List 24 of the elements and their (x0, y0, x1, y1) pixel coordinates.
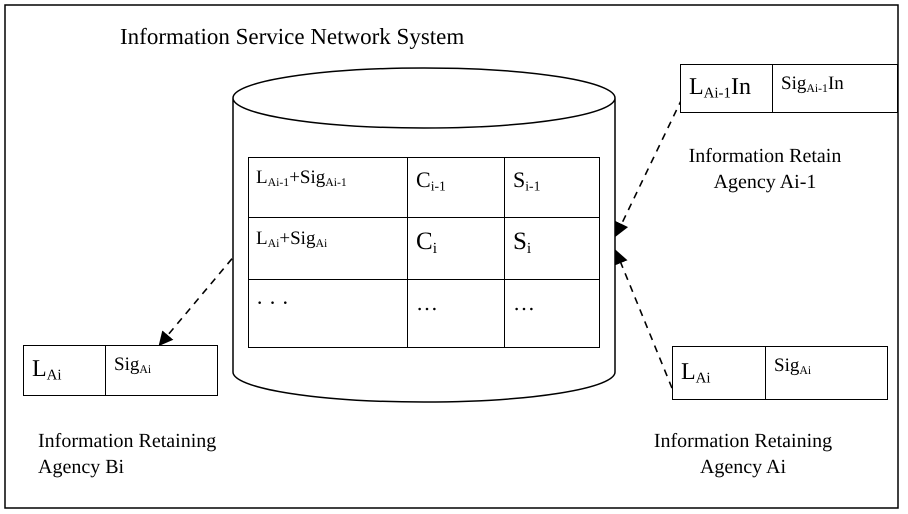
record-box (672, 346, 888, 400)
field-text: Sig$_{Ai}$ (113, 353, 152, 378)
field-text: L$_{Ai}$ (673, 347, 766, 399)
table-cell: · · · (248, 280, 408, 348)
record-box (680, 64, 898, 113)
table-cell: L$_{Ai}$+Sig$_{Ai}$ (248, 218, 408, 280)
table-cell: S$_{i}$ (505, 218, 600, 280)
table-cell: L$_{Ai-1}$+Sig$_{Ai-1}$ (248, 157, 408, 218)
dashed-arrow (158, 258, 233, 346)
table-cell: C$_{i-1}$ (408, 157, 505, 218)
table-cell: C$_{i}$ (408, 218, 505, 280)
table-cell-text: … (512, 289, 536, 317)
field-text: Sig$_{Ai}$ (773, 354, 812, 379)
field-text: Sig$_{Ai-1}$In (780, 72, 845, 97)
field-text: L$_{Ai}$ (24, 346, 106, 395)
field-text: L$_{Ai-1}$In (681, 65, 773, 112)
table-cell: S$_{i-1}$ (505, 157, 600, 218)
record-box (23, 345, 218, 396)
cylinder-title: Information Service Network System (120, 24, 466, 50)
dashed-arrow (614, 250, 673, 388)
table-cell: … (408, 280, 505, 348)
agency-caption: Information Retaining Agency Bi (38, 429, 218, 480)
agency-caption: Information Retain Agency Ai-1 (688, 144, 842, 195)
agency-caption: Information Retaining Agency Ai (652, 429, 834, 480)
